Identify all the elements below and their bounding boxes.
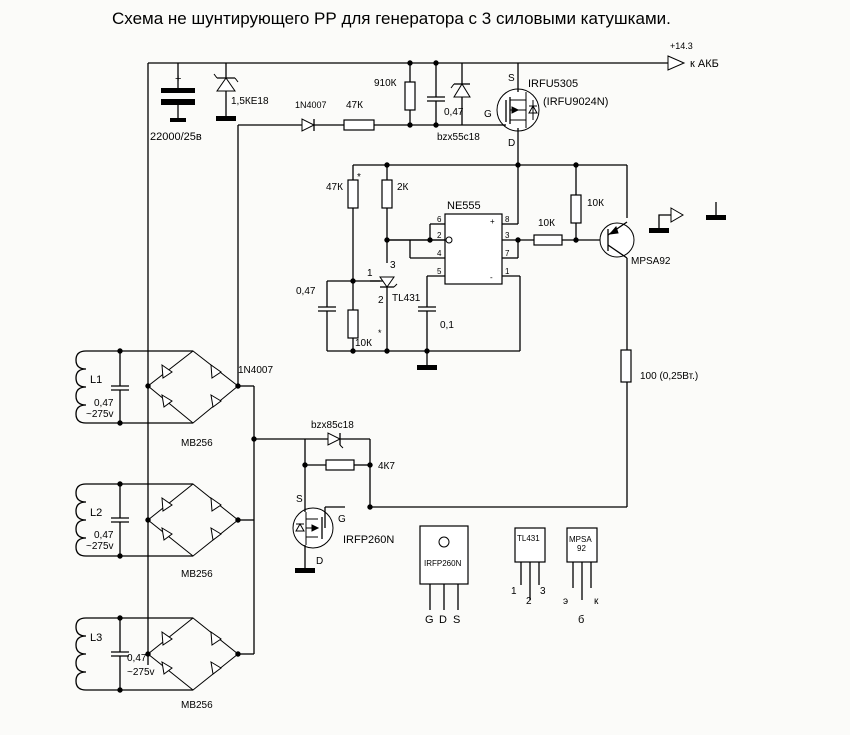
p-mosfet-pin-g: G <box>484 109 492 120</box>
sense-network: 47К * 2К 0,47 10К * 1 2 3 TL431 <box>296 165 520 370</box>
pinout-tl431-label: TL431 <box>517 534 540 543</box>
driver-transistor-label: MPSA92 <box>631 256 671 267</box>
coil-3-rating: ~275v <box>127 667 155 678</box>
shunt-zener-label: bzx85c18 <box>311 420 354 431</box>
output-arrow <box>667 55 686 71</box>
ne555-pin-4: 4 <box>437 249 442 258</box>
ne555-label: NE555 <box>447 200 481 212</box>
pinout-irfp260n-pin-g: G <box>425 614 434 626</box>
upper-diode-label: 1N4007 <box>295 100 327 110</box>
coil-1-cap: 0,47 <box>94 398 114 409</box>
pinout-tl431-pin-1: 1 <box>511 586 517 597</box>
bridge-diode-label: 1N4007 <box>238 365 273 376</box>
upper-resistor-label: 47К <box>346 100 363 111</box>
ne555-pin-2: 2 <box>437 231 442 240</box>
shunt-resistor-label: 4К7 <box>378 461 395 472</box>
tl431-pin-3: 3 <box>390 260 396 271</box>
shunt-mosfet-label: IRFP260N <box>343 534 394 546</box>
main-capacitor-value: 22000/25в <box>150 131 202 143</box>
upper-chain: 1N4007 47К <box>237 100 498 346</box>
pinout-tl431-pin-2: 2 <box>526 596 532 607</box>
ne555-pin-3: 3 <box>505 231 510 240</box>
pinout-mpsa92-label-l1: MPSA <box>569 535 592 544</box>
main-capacitor-polarity: + <box>175 73 181 85</box>
coil-2-bridge: MB256 <box>181 569 213 580</box>
tl431-label: TL431 <box>392 293 421 304</box>
tvs-diode: 1,5КЕ18 <box>213 63 269 121</box>
p-mosfet-alt: (IRFU9024N) <box>543 96 608 108</box>
sense-cap-left-label: 0,47 <box>296 286 316 297</box>
p-mosfet-part: IRFU5305 <box>528 78 578 90</box>
ne555-pin-1: 1 <box>505 267 510 276</box>
ne555-pin-7: 7 <box>505 249 510 258</box>
shunt-mosfet-pin-g: G <box>338 514 346 525</box>
ne555-plus: + <box>490 217 495 226</box>
sense-r-top-mark: * <box>357 172 361 183</box>
shunt-stage: bzx85c18 4К7 S G D IRFP260N <box>254 420 395 573</box>
sense-r-bottom-mark: * <box>378 328 382 338</box>
control-rail: 10К <box>353 164 628 240</box>
output-resistor-label: 100 (0,25Вт.) <box>640 371 698 382</box>
tl431-pin-2: 2 <box>378 295 384 306</box>
ne555-pin-6: 6 <box>437 215 442 224</box>
ne555-pin-5: 5 <box>437 267 442 276</box>
coil-2-rating: ~275v <box>86 541 114 552</box>
pinout-tl431: TL431 1 2 3 <box>511 527 546 607</box>
schematic-title: Схема не шунтирующего РР для генератора … <box>112 9 671 28</box>
pinout-mpsa92-pin-e: э <box>563 596 568 607</box>
pinout-mpsa92: MPSA 92 э б к <box>563 527 599 626</box>
gate-resistor-label: 910К <box>374 78 397 89</box>
shunt-mosfet-pin-s: S <box>296 494 303 505</box>
ne555-minus: - <box>490 273 493 282</box>
pullup-resistor-label: 10К <box>587 198 604 209</box>
sense-r-top-label: 47К <box>326 182 343 193</box>
base-resistor-label: 10К <box>538 218 555 229</box>
main-capacitor: + 22000/25в <box>150 63 202 143</box>
shunt-mosfet-pin-d: D <box>316 556 323 567</box>
gate-network: 910К 0,47 bzx55c18 <box>374 63 480 143</box>
coil-1-bridge: MB256 <box>181 438 213 449</box>
tl431-pin-1: 1 <box>367 268 373 279</box>
p-mosfet: S G D IRFU5305 (IRFU9024N) <box>484 63 608 165</box>
coil-3-cap: 0,47 <box>127 653 147 664</box>
top-rail: +14.3 к АКБ <box>148 41 719 71</box>
coil-3-bridge: MB256 <box>181 700 213 711</box>
gate-capacitor-label: 0,47 <box>444 107 464 118</box>
coil-2-cap: 0,47 <box>94 530 114 541</box>
coil-2-name: L2 <box>90 507 102 519</box>
coil-1-name: L1 <box>90 374 102 386</box>
junction-dots <box>117 60 579 693</box>
pinout-irfp260n-pin-s: S <box>453 614 460 626</box>
pinout-mpsa92-label-l2: 92 <box>577 544 586 553</box>
tvs-label: 1,5КЕ18 <box>231 96 269 107</box>
coil-3-name: L3 <box>90 632 102 644</box>
p-mosfet-pin-d: D <box>508 138 515 149</box>
coil-1-block: L1 0,47 ~275v 1N4007 MB256 <box>75 350 273 449</box>
timer-cap-label: 0,1 <box>440 320 454 331</box>
pinout-mpsa92-pin-k: к <box>594 596 599 607</box>
coil-2-block: L2 0,47 ~275v MB256 <box>75 483 254 580</box>
p-mosfet-pin-s: S <box>508 73 515 84</box>
ne555-pin-8: 8 <box>505 215 510 224</box>
coil-3-block: L3 0,47 ~275v MB256 <box>75 617 254 711</box>
ne555-timer: NE555 0,1 6 2 4 5 8 3 7 1 + - <box>387 200 534 351</box>
pinout-tl431-pin-3: 3 <box>540 586 546 597</box>
sense-r-mid-label: 2К <box>397 182 409 193</box>
sense-r-bottom-label: 10К <box>355 338 372 349</box>
gate-zener-label: bzx55c18 <box>437 132 480 143</box>
coil-1-rating: ~275v <box>86 409 114 420</box>
pinout-mpsa92-pin-b: б <box>578 614 584 626</box>
output-destination: к АКБ <box>690 58 719 70</box>
pinout-irfp260n-pin-d: D <box>439 614 447 626</box>
pinout-irfp260n-label: IRFP260N <box>424 559 462 568</box>
driver-stage: 10К MPSA92 100 (0,25Вт.) <box>370 202 726 508</box>
output-voltage: +14.3 <box>670 41 693 51</box>
pinout-irfp260n: IRFP260N G D S <box>419 525 469 626</box>
